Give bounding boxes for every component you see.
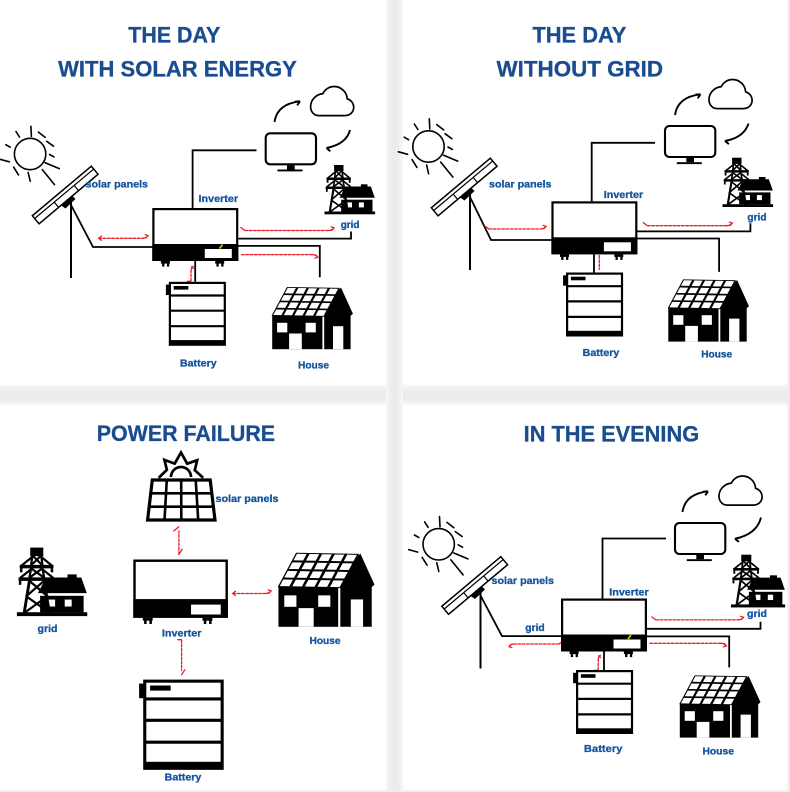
- svg-text:WITH SOLAR ENERGY: WITH SOLAR ENERGY: [58, 57, 297, 82]
- svg-text:Battery: Battery: [180, 357, 217, 369]
- svg-text:Inverter: Inverter: [604, 189, 644, 201]
- svg-text:Battery: Battery: [584, 743, 623, 755]
- svg-text:grid: grid: [341, 219, 360, 231]
- svg-text:solar panels: solar panels: [492, 575, 555, 587]
- svg-text:grid: grid: [38, 623, 58, 635]
- svg-text:WITHOUT GRID: WITHOUT GRID: [497, 57, 664, 82]
- svg-text:House: House: [310, 635, 341, 647]
- svg-text:Battery: Battery: [165, 771, 202, 783]
- svg-text:THE DAY: THE DAY: [532, 22, 626, 47]
- svg-text:House: House: [298, 359, 329, 371]
- svg-text:solar panels: solar panels: [86, 178, 149, 190]
- svg-text:grid: grid: [525, 622, 545, 634]
- svg-text:solar panels: solar panels: [489, 179, 552, 191]
- svg-text:Inverter: Inverter: [162, 628, 202, 640]
- svg-text:House: House: [702, 746, 734, 758]
- svg-text:solar panels: solar panels: [216, 493, 279, 505]
- svg-text:POWER FAILURE: POWER FAILURE: [97, 421, 275, 446]
- svg-text:Battery: Battery: [583, 347, 620, 359]
- svg-text:THE DAY: THE DAY: [128, 22, 220, 47]
- svg-text:House: House: [701, 348, 732, 360]
- svg-text:Inverter: Inverter: [609, 586, 649, 598]
- svg-text:IN THE EVENING: IN THE EVENING: [524, 421, 700, 446]
- svg-text:grid: grid: [747, 608, 767, 620]
- svg-text:grid: grid: [747, 211, 766, 223]
- svg-text:Inverter: Inverter: [199, 193, 239, 205]
